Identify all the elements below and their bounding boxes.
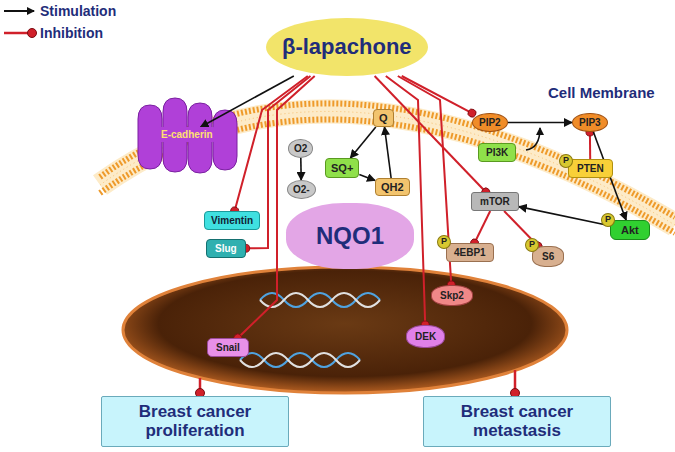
phospho-circle: P [525,238,539,252]
hydroquinone-box: QH2 [375,178,410,196]
node-text: β-lapachone [282,35,412,59]
node-text: P [605,215,611,225]
oxygen-cloud: O2 [288,139,313,158]
enzyme-blob: NQO1 [286,203,414,269]
node-text: SQ+ [331,162,353,174]
receptor-label-box: E-cadherin [158,127,216,142]
legend-text: Inhibition [40,25,103,41]
node-text: P [529,240,535,250]
node-text: PIP3 [579,117,601,128]
node-text: Breast cancer proliferation [112,403,278,440]
node-text: Akt [621,224,639,236]
node-text: Breast cancer metastasis [434,403,600,440]
protein-box: Snail [207,338,249,357]
dna-helix [240,293,380,367]
pi3k-arrow [526,128,540,150]
node-text: O2- [293,184,310,195]
stimulation-connector [350,127,375,158]
superoxide-cloud: O2- [287,180,316,199]
kinase-box: PI3K [478,143,516,162]
node-text: DEK [415,331,436,342]
stimulation-connector [508,122,572,124]
node-text: mTOR [480,196,510,207]
node-text: S6 [542,251,554,262]
legend-stimulation-sample [4,10,34,12]
nucleus [123,267,567,393]
node-text: O2 [294,143,307,154]
stimulation-connector [519,207,610,226]
inhibition-connector [475,211,491,243]
stimulation-connector [359,175,375,181]
node-text: Snail [216,342,240,353]
e-cadherin-receptor [138,98,237,173]
inhibition-line [196,370,520,398]
drug-blob: β-lapachone [266,18,428,76]
node-text: E-cadherin [161,129,213,140]
node-text: Q [379,112,388,124]
node-text: PTEN [577,163,604,174]
region-label: Cell Membrane [548,84,655,101]
phospho-circle: P [437,235,451,249]
phosphatase-box: PTENP [568,159,613,178]
node-text: P [563,156,569,166]
protein-box: Skp2 [431,285,473,306]
inhibition-connector [375,76,486,192]
lipid-oval: PIP3 [572,113,608,132]
node-text: PI3K [486,147,508,158]
protein-box: Slug [206,239,246,258]
phospho-circle: P [559,154,573,168]
legend-inhibition-sample [4,32,30,35]
node-text: P [441,237,447,247]
semiquinone-box: SQ+ [325,158,359,178]
lipid-oval: PIP2 [472,113,508,132]
legend-text: Stimulation [40,3,116,19]
kinase-box: AktP [610,220,650,240]
protein-box: Vimentin [204,211,260,230]
protein-box: S6P [532,246,564,267]
protein-box: DEK [406,325,445,348]
kinase-box: mTOR [471,192,519,211]
node-text: Vimentin [211,215,253,226]
inhibition-connector [402,76,472,113]
legend-inhibition-sample [28,29,37,38]
node-text: Skp2 [440,290,464,301]
node-text: 4EBP1 [454,247,486,258]
phospho-circle: P [601,213,615,227]
node-text: Slug [215,243,237,254]
inhibition-connector [589,132,591,159]
node-text: QH2 [381,181,404,193]
node-text: PIP2 [479,117,501,128]
outcome-box: Breast cancer proliferation [101,396,289,447]
stimulation-connector [300,158,302,180]
inhibition-connector [238,76,315,338]
quinone-box: Q [373,109,394,127]
node-text: NQO1 [316,223,384,249]
protein-box: 4EBP1P [446,243,494,262]
stimulation-connector [385,127,392,178]
outcome-box: Breast cancer metastasis [423,396,611,447]
